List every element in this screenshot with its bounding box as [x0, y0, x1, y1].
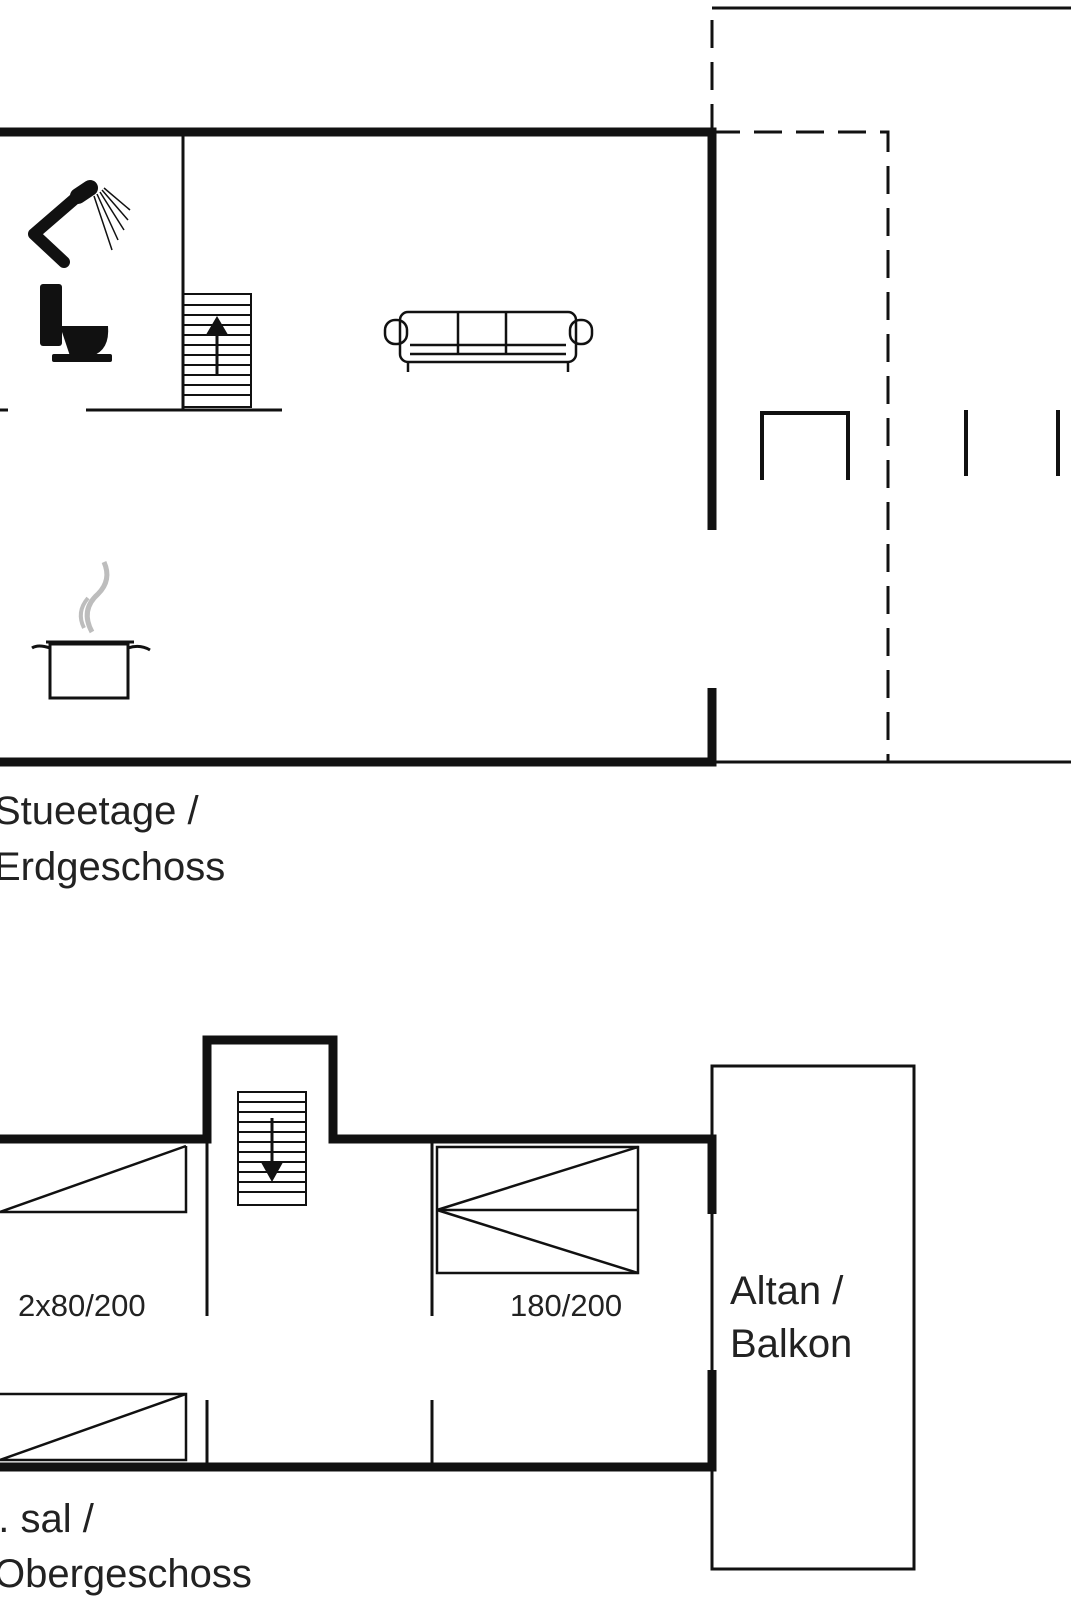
bed-left-bottom: [0, 1392, 188, 1462]
balcony-outline: [710, 1064, 916, 1571]
upper-floor-label-line1: 1. sal /: [0, 1497, 95, 1541]
bed-right-label: 180/200: [510, 1288, 622, 1323]
ground-floor-label-line1: Stueetage /: [0, 789, 199, 833]
ground-floor-label-line2: Erdgeschoss: [0, 845, 225, 889]
stairs-up-icon: [182, 293, 252, 408]
ground-floor-plan: [0, 6, 1071, 767]
toilet-icon: [40, 284, 112, 362]
cooking-pot-icon: [31, 560, 151, 700]
balcony-label-line1: Altan /: [730, 1269, 844, 1313]
upper-floor-plan: [0, 1035, 916, 1571]
bed-left-label: 2x80/200: [18, 1288, 146, 1323]
upper-floor-label-line2: Obergeschoss: [0, 1552, 252, 1596]
sofa-icon: [383, 310, 594, 372]
bed-left-top: [0, 1144, 188, 1214]
upper-floor-top-wall: [0, 1035, 717, 1214]
terrace-dashed-outline: [712, 130, 890, 762]
outdoor-chair: [760, 411, 850, 480]
balcony-label-line2: Balkon: [730, 1322, 852, 1366]
terrace-outline: [710, 6, 1071, 132]
shower-icon: [28, 180, 131, 268]
stairs-down-icon: [237, 1091, 307, 1206]
bed-right: [435, 1145, 640, 1275]
upper-floor-bottom-wall: [0, 1370, 717, 1472]
